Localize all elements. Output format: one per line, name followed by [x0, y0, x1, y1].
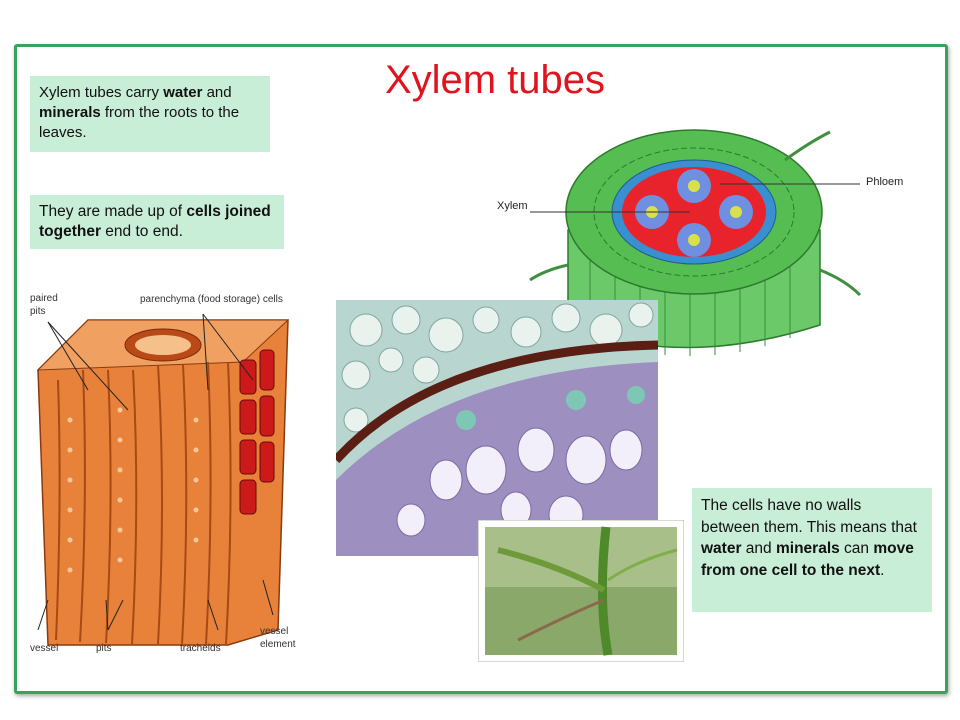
paired-pits-label: paired pits [30, 293, 58, 317]
note-bold: water [163, 84, 203, 101]
note-text: and [741, 540, 776, 557]
note-text: and [202, 84, 232, 101]
note-bold: water [701, 540, 742, 557]
note-text: from the roots to the leaves. [39, 104, 240, 141]
vessel-element-label: vessel element [260, 626, 296, 650]
xylem-vessel-diagram [36, 313, 290, 646]
note-cells: They are made up of cells joined togethe… [30, 195, 284, 249]
note-bold: minerals [775, 540, 840, 557]
tracheids-label: tracheids [180, 643, 221, 654]
note-bold: cells joined together [39, 203, 271, 240]
vessel-label: vessel [30, 643, 59, 654]
note-text: They are made up of [39, 203, 187, 220]
stem-cross-section-diagram [529, 129, 862, 361]
micrograph-image [336, 300, 658, 556]
phloem-label: Phloem [866, 176, 904, 188]
note-text: . [880, 561, 885, 579]
note-text: end to end. [101, 223, 183, 240]
note-no-walls: The cells have no walls between them. Th… [692, 488, 932, 612]
slide-title: Xylem tubes [384, 58, 606, 102]
xylem-label: Xylem [497, 200, 528, 212]
note-text: can [839, 540, 874, 557]
note-text: The cells have no walls between them. Th… [701, 497, 917, 536]
note-bold: minerals [39, 104, 101, 121]
note-xylem-function: Xylem tubes carry water and minerals fro… [30, 76, 270, 152]
parenchyma-label: parenchyma (food storage) cells [140, 294, 283, 305]
pits-label: pits [96, 643, 112, 654]
note-text: Xylem tubes carry [39, 84, 164, 101]
note-bold: move from one cell to the next [701, 540, 914, 579]
plant-stem-photo [478, 520, 684, 662]
